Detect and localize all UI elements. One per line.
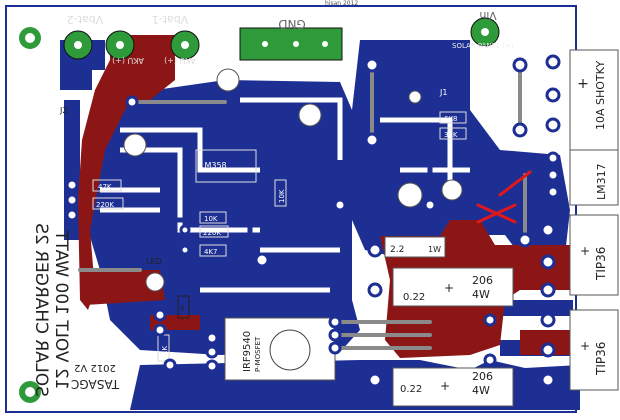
svg-text:AKU (+): AKU (+) — [164, 56, 196, 65]
mosfet-type: P-MOSFET — [254, 336, 262, 372]
label-vin: Vin — [479, 9, 496, 22]
irf9540-mosfet[interactable]: IRF9540 P-MOSFET — [224, 315, 342, 381]
res-upper-rating-2: 4W — [472, 288, 490, 301]
lm317-label: LM317 — [595, 163, 608, 200]
vin-connector[interactable] — [470, 17, 500, 47]
lm358-label: LM358 — [200, 161, 227, 170]
board-title-line2: 12 VOLT 100 WATT — [51, 230, 71, 390]
svg-text:Vbat-2: Vbat-2 — [67, 13, 104, 26]
svg-text:5: 5 — [180, 305, 184, 313]
svg-text:AKU (+): AKU (+) — [112, 56, 144, 65]
svg-text:10K: 10K — [278, 189, 286, 203]
tip36-upper-label: TIP36 — [594, 247, 608, 281]
svg-text:1K: 1K — [161, 346, 169, 355]
svg-text:+: + — [444, 281, 454, 295]
vbat1-connector[interactable] — [170, 30, 200, 60]
cross-mark — [476, 170, 532, 224]
tip36-lower-label: TIP36 — [594, 342, 608, 376]
resistor-47k[interactable]: 47K — [92, 179, 122, 192]
board-title: SOLAR CHARGER 2S 12 VOLT 100 WATT — [31, 223, 71, 397]
header-credit: hisan 2012 — [325, 0, 358, 7]
resistor-10k-b[interactable]: 10K — [274, 179, 287, 207]
label-aku-left: AKU (+) — [112, 56, 144, 65]
brand-block: TASAGC 2012 V2 — [71, 362, 120, 391]
resistor-6k8[interactable]: 6K8 — [439, 111, 467, 124]
svg-text:+: + — [440, 379, 450, 393]
label-j2: J2 — [59, 106, 67, 115]
res-upper-rating-1: 206 — [472, 274, 493, 287]
svg-text:+: + — [580, 244, 590, 258]
schottky-label: 10A SHOTKY — [594, 61, 607, 130]
label-vbat2: Vbat-2 — [67, 13, 104, 26]
label-solar-panel: SOLAR PANEL (+) — [452, 42, 514, 50]
res-lower-rating-2: 4W — [472, 384, 490, 397]
resistor-2r2[interactable]: 2.2 1W — [384, 236, 446, 258]
mounting-hole-top-left — [19, 27, 41, 49]
label-j1: J1 — [439, 88, 447, 97]
res-small-rating: 1W — [428, 245, 441, 254]
resistor-220k-b[interactable]: 220K — [199, 225, 229, 238]
trace-isolation — [100, 97, 470, 293]
resistor-33k[interactable]: 33K — [439, 127, 467, 140]
svg-text:+: + — [577, 76, 589, 92]
schottky-diode[interactable]: + 10A SHOTKY — [545, 49, 619, 151]
gnd-connector[interactable] — [239, 27, 343, 61]
label-aku-right: AKU (+) — [164, 56, 196, 65]
res-lower-rating-1: 206 — [472, 370, 493, 383]
vbat2-connector[interactable] — [63, 30, 135, 60]
label-gnd: GND — [278, 17, 306, 31]
brand-name: TASAGC — [71, 377, 120, 391]
jumper-wires — [78, 63, 527, 350]
resistor-220k[interactable]: 220K — [92, 197, 124, 210]
svg-text:GND: GND — [278, 17, 306, 31]
capacitors — [123, 68, 463, 208]
svg-text:10K: 10K — [204, 215, 218, 223]
svg-text:220K: 220K — [96, 201, 114, 209]
lm317-regulator[interactable]: LM317 — [546, 149, 619, 206]
svg-text:Vbat-1: Vbat-1 — [152, 13, 189, 26]
tip36-upper[interactable]: TIP36 + — [540, 214, 619, 298]
led[interactable]: LED — [145, 257, 165, 292]
res-upper-value: 0.22 — [403, 292, 425, 303]
power-resistor-lower[interactable]: 0.22 + 206 4W — [392, 367, 514, 407]
led-label: LED — [146, 257, 162, 266]
power-resistor-upper[interactable]: 0.22 + 206 4W — [392, 267, 514, 307]
through-hole-pads — [65, 57, 533, 388]
tip36-lower[interactable]: TIP36 + — [540, 309, 619, 391]
res-small-value: 2.2 — [390, 245, 404, 255]
svg-text:47K: 47K — [98, 183, 112, 191]
svg-text:220K: 220K — [203, 229, 221, 237]
mosfet-part: IRF9540 — [242, 331, 253, 372]
lm358-ic[interactable]: LM358 — [195, 149, 257, 183]
resistor-10k-a[interactable]: 10K — [199, 211, 227, 224]
svg-text:33K: 33K — [444, 131, 458, 139]
brand-year: 2012 V2 — [74, 362, 116, 373]
svg-text:6K8: 6K8 — [444, 115, 458, 123]
resistor-5[interactable]: 5 — [177, 295, 190, 319]
board-title-line1: SOLAR CHARGER 2S — [31, 223, 51, 397]
svg-text:4K7: 4K7 — [204, 248, 218, 256]
res-lower-value: 0.22 — [400, 384, 422, 395]
resistor-4k7[interactable]: 4K7 — [199, 244, 227, 257]
svg-text:+: + — [580, 339, 590, 353]
mounting-hole-bottom-left — [19, 381, 41, 403]
svg-text:Vin: Vin — [479, 9, 496, 22]
label-vbat1: Vbat-1 — [152, 13, 189, 26]
